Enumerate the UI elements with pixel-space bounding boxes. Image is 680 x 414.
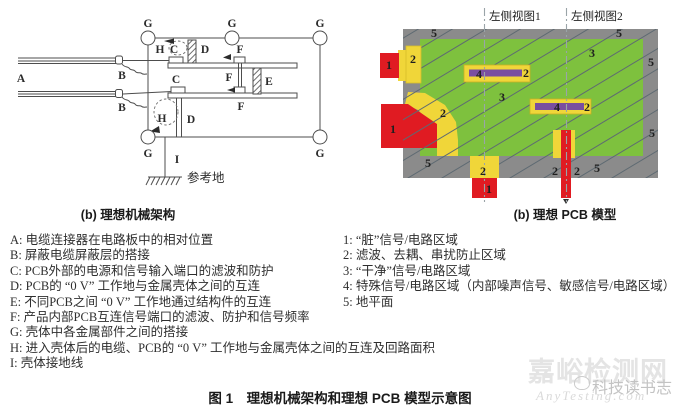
reference-ground-label: 参考地 [187, 170, 225, 185]
svg-text:E: E [265, 76, 273, 88]
mech-diagram: 参考地 G G G G G H C D F A B B C F E F H D … [17, 18, 328, 222]
arrow-icon [227, 87, 235, 93]
svg-text:G: G [316, 148, 325, 160]
legend-pcb: 1: “脏”信号/电路区域 2: 滤波、去耦、串扰防止区域 3: “干净”信号/… [343, 233, 675, 310]
svg-text:G: G [228, 18, 237, 30]
svg-text:4: 4 [476, 67, 482, 81]
cable-connector [115, 55, 123, 65]
pcb-caption: (b) 理想 PCB 模型 [514, 207, 617, 222]
svg-text:B: B [118, 70, 126, 82]
mech-letter-labels: G G G G G H C D F A B B C F E F H D I [17, 18, 325, 166]
legend-item: B: 屏蔽电缆屏蔽层的搭接 [10, 248, 150, 263]
filter-box-c-bottom [170, 86, 186, 94]
legend-item: F: 产品内部PCB互连信号端口的滤波、防护和信号频率 [10, 310, 310, 325]
legend-item: 1: “脏”信号/电路区域 [343, 233, 458, 247]
legend-item: A: 电缆连接器在电路板中的相对位置 [10, 233, 214, 247]
arrow-icon [223, 54, 231, 60]
svg-text:F: F [236, 44, 243, 56]
svg-text:4: 4 [554, 100, 560, 114]
svg-text:3: 3 [589, 46, 595, 60]
svg-text:1: 1 [390, 122, 396, 136]
loop-h-bottom [153, 98, 179, 126]
svg-text:5: 5 [616, 26, 622, 40]
connector-top-left [380, 45, 422, 84]
dirty-region-1-small [380, 53, 399, 78]
svg-text:5: 5 [425, 156, 431, 170]
interconnect-d-bar [187, 39, 197, 64]
svg-text:A: A [17, 73, 26, 85]
svg-text:2: 2 [552, 164, 558, 178]
svg-text:B: B [118, 102, 126, 114]
svg-text:G: G [144, 18, 153, 30]
svg-text:1: 1 [386, 58, 392, 72]
svg-text:2: 2 [440, 106, 446, 120]
svg-text:G: G [316, 18, 325, 30]
ground-symbol-icon [145, 176, 182, 186]
svg-text:2: 2 [410, 52, 416, 66]
view2-label: 左侧视图2 [571, 9, 623, 23]
pcb-board-top [167, 62, 298, 69]
legend-item: 4: 特殊信号/电路区域（内部噪声信号、敏感信号/电路区域） [343, 279, 676, 294]
svg-text:5: 5 [649, 126, 655, 140]
svg-text:F: F [225, 72, 232, 84]
watermark-site: 嘉峪检测网 [528, 357, 668, 387]
cable-bottom [18, 89, 173, 108]
shield-bond-squiggle [121, 96, 148, 108]
diagrams-svg: 参考地 G G G G G H C D F A B B C F E F H D … [17, 8, 658, 222]
svg-text:F: F [237, 101, 244, 113]
legend-item: G: 壳体中各金属部件之间的搭接 [10, 325, 189, 340]
legend-mech: A: 电缆连接器在电路板中的相对位置 B: 屏蔽电缆屏蔽层的搭接 C: PCB外… [10, 233, 435, 372]
cable-connector [115, 89, 123, 98]
svg-text:5: 5 [648, 55, 654, 69]
legend-item: C: PCB外部的电源和信号输入端口的滤波和防护 [10, 263, 274, 278]
cable-top [18, 55, 170, 75]
svg-text:5: 5 [431, 26, 437, 40]
interconnect-e-bar [252, 67, 262, 95]
figure-caption: 图 1 理想机械架构和理想 PCB 模型示意图 [208, 391, 472, 406]
legend-item: I: 壳体接地线 [10, 356, 84, 371]
loop-h-top [168, 40, 188, 56]
interconnect-f [223, 54, 246, 94]
svg-text:C: C [170, 44, 178, 56]
svg-text:G: G [144, 148, 153, 160]
svg-text:D: D [201, 44, 209, 56]
svg-text:3: 3 [499, 90, 505, 104]
filter-box-c-top [168, 56, 184, 64]
legend-item: H: 进入壳体后的电缆、PCB的 “0 V” 工作地与金属壳体之间的互连及回路面… [10, 340, 436, 355]
svg-text:I: I [175, 154, 180, 166]
pcb-diagram: 左侧视图1 左侧视图2 5 5 5 5 5 5 3 3 1 1 1 2 2 2 … [380, 8, 658, 222]
pcb-board-bottom [167, 92, 298, 99]
svg-text:C: C [172, 74, 180, 86]
shield-bond-squiggle [121, 63, 148, 75]
svg-text:2: 2 [574, 164, 580, 178]
legend-item: 2: 滤波、去耦、串扰防止区域 [343, 248, 506, 263]
arrow-icon [164, 38, 174, 44]
special-strip-top [463, 64, 531, 83]
svg-text:2: 2 [480, 164, 486, 178]
legend-item: 3: “干净”信号/电路区域 [343, 263, 471, 278]
view1-label: 左侧视图1 [489, 9, 541, 23]
svg-text:H: H [156, 44, 165, 56]
svg-text:5: 5 [594, 161, 600, 175]
legend-item: E: 不同PCB之间 “0 V” 工作地通过结构件的互连 [10, 294, 272, 309]
legend-item: 5: 地平面 [343, 294, 394, 309]
special-strip-right [529, 98, 592, 115]
svg-text:D: D [187, 114, 195, 126]
svg-text:2: 2 [584, 100, 590, 114]
legend-item: D: PCB的 “0 V” 工作地与金属壳体之间的互连 [10, 279, 261, 294]
mech-caption: (b) 理想机械架构 [81, 207, 175, 222]
svg-text:2: 2 [523, 66, 529, 80]
svg-text:H: H [158, 113, 167, 125]
dirty-region-1-large [381, 104, 437, 148]
svg-text:1: 1 [486, 182, 492, 196]
pcb-number-labels: 5 5 5 5 5 5 3 3 1 1 1 2 2 2 2 2 2 2 4 4 [386, 26, 655, 196]
bond-points-g [140, 30, 328, 145]
